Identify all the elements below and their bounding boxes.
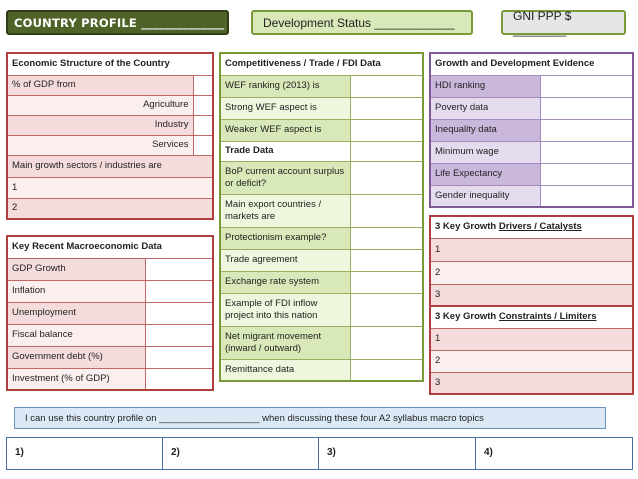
macro-row: Investment (% of GDP) <box>6 367 146 391</box>
competitiveness-value-cell[interactable] <box>349 140 424 162</box>
competitiveness-value-cell[interactable] <box>349 358 424 382</box>
competitiveness-row: Example of FDI inflow project into this … <box>219 292 351 327</box>
growth-development-row: Inequality data <box>429 118 541 142</box>
growth-development-value-cell[interactable] <box>539 140 634 164</box>
competitiveness-value-cell[interactable] <box>349 118 424 142</box>
growth-development-table: Growth and Development Evidence HDI rank… <box>429 52 635 208</box>
topic-cell-2[interactable]: 2) <box>162 437 319 470</box>
development-status-label: Development Status ____________ <box>263 15 455 30</box>
growth-drivers-title: 3 Key Growth Drivers / Catalysts <box>429 215 634 239</box>
economic-value-cell[interactable] <box>192 74 214 96</box>
topic-cell-4[interactable]: 4) <box>475 437 633 470</box>
trade-data-heading: Trade Data <box>219 140 351 162</box>
economic-row: Services <box>6 134 194 156</box>
competitiveness-value-cell[interactable] <box>349 226 424 250</box>
economic-row: Agriculture <box>6 94 194 116</box>
macro-row: Government debt (%) <box>6 345 146 369</box>
growth-development-value-cell[interactable] <box>539 74 634 98</box>
growth-drivers-title-underlined: Drivers / Catalysts <box>498 221 582 233</box>
growth-development-row: HDI ranking <box>429 74 541 98</box>
competitiveness-value-cell[interactable] <box>349 270 424 294</box>
growth-development-value-cell[interactable] <box>539 96 634 120</box>
economic-row: % of GDP from <box>6 74 194 96</box>
economic-row: Main growth sectors / industries are <box>6 154 214 178</box>
growth-development-row: Poverty data <box>429 96 541 120</box>
page-title-text: COUNTRY PROFILE ______________ <box>14 15 225 30</box>
competitiveness-value-cell[interactable] <box>349 248 424 272</box>
macro-row: Unemployment <box>6 301 146 325</box>
competitiveness-value-cell[interactable] <box>349 193 424 228</box>
growth-constraints-title-underlined: Constraints / Limiters <box>498 311 597 323</box>
competitiveness-value-cell[interactable] <box>349 96 424 120</box>
growth-driver-row[interactable]: 1 <box>429 237 634 262</box>
macro-data-table: Key Recent Macroeconomic Data GDP Growth… <box>6 235 215 391</box>
competitiveness-title: Competitiveness / Trade / FDI Data <box>219 52 424 76</box>
growth-driver-row[interactable]: 3 <box>429 283 634 308</box>
macro-value-cell[interactable] <box>144 323 214 347</box>
competitiveness-value-cell[interactable] <box>349 74 424 98</box>
economic-value-cell[interactable] <box>192 94 214 116</box>
growth-development-value-cell[interactable] <box>539 118 634 142</box>
economic-value-cell[interactable] <box>192 114 214 136</box>
competitiveness-row: Net migrant movement (inward / outward) <box>219 325 351 360</box>
macro-value-cell[interactable] <box>144 257 214 281</box>
competitiveness-value-cell[interactable] <box>349 325 424 360</box>
competitiveness-value-cell[interactable] <box>349 160 424 195</box>
growth-development-row: Life Expectancy <box>429 162 541 186</box>
growth-constraint-row[interactable]: 3 <box>429 371 634 395</box>
competitiveness-row: Exchange rate system <box>219 270 351 294</box>
growth-drivers-title-prefix: 3 Key Growth <box>435 221 499 233</box>
economic-value-cell[interactable] <box>192 134 214 156</box>
economic-structure-title: Economic Structure of the Country <box>6 52 214 76</box>
macro-value-cell[interactable] <box>144 279 214 303</box>
competitiveness-row: Protectionism example? <box>219 226 351 250</box>
page-title: COUNTRY PROFILE ______________ <box>6 10 229 35</box>
development-status-field: Development Status ____________ <box>251 10 473 35</box>
growth-constraints-title: 3 Key Growth Constraints / Limiters <box>429 305 634 329</box>
growth-constraints-title-prefix: 3 Key Growth <box>435 311 499 323</box>
macro-row: Inflation <box>6 279 146 303</box>
competitiveness-row: Weaker WEF aspect is <box>219 118 351 142</box>
gni-field: GNI PPP $ ________ <box>501 8 626 37</box>
macro-title: Key Recent Macroeconomic Data <box>6 235 214 259</box>
competitiveness-row: Remittance data <box>219 358 351 382</box>
gni-label: GNI PPP $ ________ <box>513 8 572 37</box>
growth-drivers-table: 3 Key Growth Drivers / Catalysts 1 2 3 <box>429 215 634 308</box>
economic-row: Industry <box>6 114 194 136</box>
economic-structure-table: Economic Structure of the Country % of G… <box>6 52 215 220</box>
competitiveness-row: Strong WEF aspect is <box>219 96 351 120</box>
topic-cell-1[interactable]: 1) <box>6 437 163 470</box>
macro-value-cell[interactable] <box>144 345 214 369</box>
macro-value-cell[interactable] <box>144 367 214 391</box>
macro-row: Fiscal balance <box>6 323 146 347</box>
topics-table: 1) 2) 3) 4) <box>6 437 633 470</box>
growth-driver-row[interactable]: 2 <box>429 260 634 285</box>
growth-development-row: Gender inequality <box>429 184 541 208</box>
growth-development-value-cell[interactable] <box>539 162 634 186</box>
growth-development-value-cell[interactable] <box>539 184 634 208</box>
macro-row: GDP Growth <box>6 257 146 281</box>
syllabus-banner-text: I can use this country profile on ______… <box>25 412 484 424</box>
growth-constraint-row[interactable]: 1 <box>429 327 634 351</box>
competitiveness-row: Trade agreement <box>219 248 351 272</box>
growth-development-title: Growth and Development Evidence <box>429 52 634 76</box>
growth-development-row: Minimum wage <box>429 140 541 164</box>
macro-value-cell[interactable] <box>144 301 214 325</box>
competitiveness-row: BoP current account surplus or deficit? <box>219 160 351 195</box>
syllabus-banner: I can use this country profile on ______… <box>14 407 606 429</box>
competitiveness-row: WEF ranking (2013) is <box>219 74 351 98</box>
economic-row: 2 <box>6 197 214 220</box>
growth-constraints-table: 3 Key Growth Constraints / Limiters 1 2 … <box>429 305 634 395</box>
topic-cell-3[interactable]: 3) <box>318 437 476 470</box>
economic-row: 1 <box>6 176 214 199</box>
competitiveness-row: Main export countries / markets are <box>219 193 351 228</box>
competitiveness-table: Competitiveness / Trade / FDI Data WEF r… <box>219 52 424 382</box>
growth-constraint-row[interactable]: 2 <box>429 349 634 373</box>
competitiveness-value-cell[interactable] <box>349 292 424 327</box>
